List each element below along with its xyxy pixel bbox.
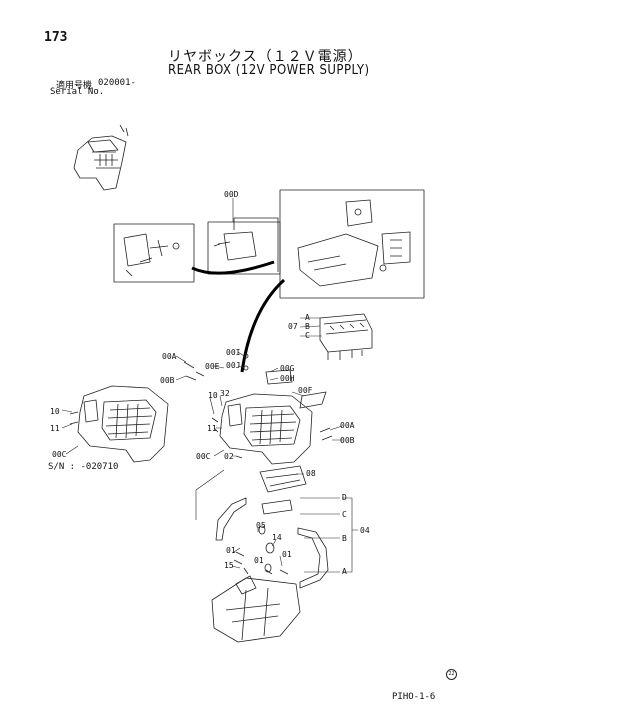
label-11-center: 11	[207, 424, 217, 433]
detail-box-00D	[207, 217, 281, 275]
label-04-B: B	[342, 534, 347, 543]
label-01-b: 01	[254, 556, 264, 565]
serial-value: 020001-	[98, 78, 136, 88]
label-04-A: A	[342, 567, 347, 576]
label-15: 15	[224, 561, 234, 570]
label-14: 14	[272, 533, 282, 542]
title-english: REAR BOX (12V POWER SUPPLY)	[168, 63, 370, 78]
fasteners	[69, 353, 333, 575]
label-07-B: B	[305, 322, 310, 331]
footer-code: PIHO-1-6	[392, 692, 436, 702]
label-00B-right: 00B	[340, 436, 355, 445]
label-00A-right: 00A	[340, 421, 355, 430]
label-02: 02	[224, 452, 234, 461]
label-00H: 00H	[280, 374, 295, 383]
label-00F: 00F	[298, 386, 313, 395]
switch-panel-07	[319, 313, 373, 360]
label-08: 08	[306, 469, 316, 478]
rear-box-left	[77, 385, 169, 463]
circled-mark: 22	[446, 669, 457, 680]
leader-lines	[61, 198, 358, 573]
detail-box-bracket	[113, 223, 195, 283]
label-04: 04	[360, 526, 370, 535]
rear-box-center	[219, 369, 327, 465]
label-00I: 00I	[226, 348, 241, 357]
label-00E: 00E	[205, 362, 220, 371]
label-07-C: C	[305, 331, 310, 340]
serial-range-note: S/N : -020710	[48, 462, 119, 472]
label-01-c: 01	[282, 550, 292, 559]
label-07-A: A	[305, 313, 310, 322]
part-08	[259, 465, 307, 493]
label-32: 32	[220, 389, 230, 398]
detail-box-top-right	[279, 189, 425, 299]
serial-label-japanese: 適用号機	[56, 81, 93, 91]
label-04-C: C	[342, 510, 347, 519]
label-11-left: 11	[50, 424, 60, 433]
label-00A-left: 00A	[162, 352, 177, 361]
label-00B-left: 00B	[160, 376, 175, 385]
label-00C-left: 00C	[52, 450, 67, 459]
label-05: 05	[256, 521, 266, 530]
label-01-a: 01	[226, 546, 236, 555]
label-07: 07	[288, 322, 298, 331]
covers-and-frame	[211, 497, 329, 643]
label-10-center: 10	[208, 391, 218, 400]
label-00C-center: 00C	[196, 452, 211, 461]
serial-label-english: Serial No.	[50, 87, 105, 97]
label-04-D: D	[342, 493, 347, 502]
label-00J: 00J	[226, 361, 241, 370]
label-00G: 00G	[280, 364, 295, 373]
title-japanese: リヤボックス（１２Ｖ電源）	[168, 49, 363, 65]
label-00D: 00D	[224, 190, 239, 199]
label-10-left: 10	[50, 407, 60, 416]
thumbnail-machine	[73, 124, 129, 191]
page-number: 173	[44, 30, 68, 45]
